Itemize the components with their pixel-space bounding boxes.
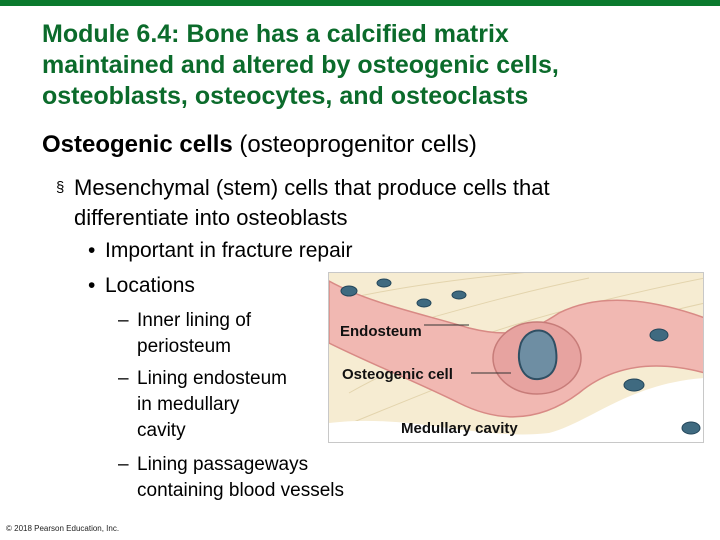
bullet-text: Mesenchymal (stem) cells that produce ce… [74,173,694,233]
location-text: Inner lining of periosteum [137,308,251,360]
heading-rest: (osteoprogenitor cells) [232,131,477,158]
bullet-text: Locations [105,274,195,297]
location-line: containing blood vessels [137,480,345,501]
dash-marker: – [118,310,129,331]
location-line: periosteum [137,336,231,357]
title-line: maintained and altered by osteogenic cel… [42,51,559,79]
endosteal-nucleus [623,378,645,392]
label-endosteum: Endosteum [340,323,422,340]
endosteal-nuclei [340,278,701,435]
location-text: Lining passageways containing blood vess… [137,452,344,504]
title-line: Module 6.4: Bone has a calcified matrix [42,20,509,48]
label-osteogenic-cell: Osteogenic cell [342,366,453,383]
title-line: osteoblasts, osteocytes, and osteoclasts [42,82,529,110]
heading-bold: Osteogenic cells [42,131,233,158]
location-line: in medullary [137,394,240,415]
bullet-line: differentiate into osteoblasts [74,205,348,230]
medullary-cavity [329,378,703,442]
location-line: Inner lining of [137,310,252,331]
location-line: Lining passageways [137,454,309,475]
bullet-line: Mesenchymal (stem) cells that produce ce… [74,175,550,200]
location-text: Lining endosteum in medullary cavity [137,366,287,444]
dash-marker: – [118,368,129,389]
top-accent-bar [0,0,720,6]
page-title: Module 6.4: Bone has a calcified matrix … [42,19,682,112]
bullet-marker: § [56,179,65,196]
osteogenic-cell-illustration: Endosteum Osteogenic cell Medullary cavi… [328,272,704,443]
bullet-marker: • [88,274,96,297]
copyright-notice: © 2018 Pearson Education, Inc. [6,524,120,533]
label-medullary-cavity: Medullary cavity [401,420,518,437]
bullet-text: Important in fracture repair [105,239,353,262]
location-line: cavity [137,420,186,441]
illustration-svg: Endosteum Osteogenic cell Medullary cavi… [329,273,703,442]
osteogenic-cell-nucleus [518,329,558,381]
section-heading: Osteogenic cells (osteoprogenitor cells) [42,131,477,159]
bullet-marker: • [88,239,96,262]
dash-marker: – [118,454,129,475]
location-line: Lining endosteum [137,368,287,389]
